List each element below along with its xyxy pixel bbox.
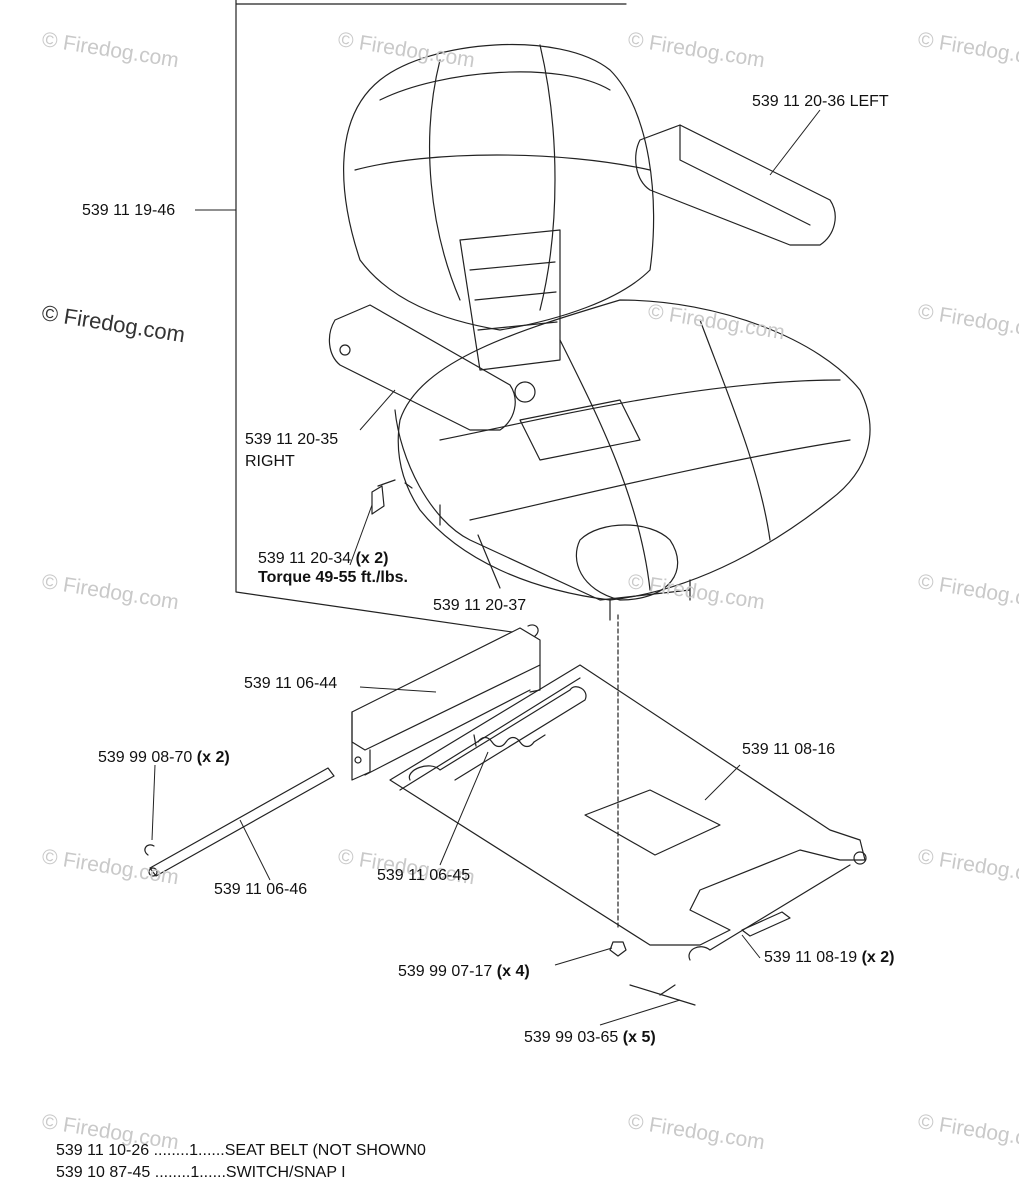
seat-plate-part: [389, 664, 866, 946]
callout-part-number: 539 11 20-35: [245, 431, 339, 448]
parts-list-part-number: 539 11 10-26: [56, 1142, 150, 1159]
callout-seat-assembly: 539 11 19-46: [82, 201, 175, 220]
parts-list-separator: ......: [198, 1142, 225, 1159]
callout-spring: 539 11 06-45: [377, 866, 470, 885]
parts-list-description: SEAT BELT (NOT SHOWN0: [224, 1142, 426, 1159]
parts-list-separator: ......: [199, 1164, 226, 1181]
parts-list-qty: 1: [190, 1164, 200, 1181]
callout-seat-plate: 539 11 08-16: [742, 740, 835, 759]
callout-part-number: 539 11 06-44: [244, 675, 338, 692]
parts-list: 539 11 10-26 ........1......SEAT BELT (N…: [56, 1140, 426, 1184]
callout-pivot-rod: 539 11 06-46: [214, 880, 307, 899]
callout-part-number: 539 99 08-70: [98, 749, 193, 766]
seat-back: [343, 44, 655, 331]
callout-armrest-left: 539 11 20-36 LEFT: [752, 92, 889, 111]
callout-e-clip: 539 99 08-70 (x 2): [98, 748, 230, 767]
callout-nut: 539 99 07-17 (x 4): [398, 962, 530, 981]
parts-list-dots: ........: [153, 1142, 190, 1159]
seat-cushion: [397, 299, 871, 601]
callout-part-number: 539 11 08-16: [742, 741, 836, 758]
callout-part-number: 539 11 19-46: [82, 202, 176, 219]
parts-list-dots: ........: [154, 1164, 191, 1181]
callout-pin: 539 11 08-19 (x 2): [764, 948, 894, 967]
parts-list-row: 539 10 87-45 ........1......SWITCH/SNAP …: [56, 1162, 426, 1184]
armrest-left: [635, 124, 836, 246]
callout-cotter-pin: 539 99 03-65 (x 5): [524, 1028, 656, 1047]
cotter-pin-part: [629, 984, 696, 1006]
callout-part-number: 539 11 20-34: [258, 550, 352, 567]
parts-list-row: 539 11 10-26 ........1......SEAT BELT (N…: [56, 1140, 426, 1162]
armrest-right: [328, 304, 516, 431]
callout-part-number: 539 99 03-65: [524, 1029, 619, 1046]
nut-part: [609, 941, 627, 957]
callout-note: RIGHT: [245, 453, 295, 470]
callout-seat-bottom: 539 11 20-37: [433, 596, 526, 615]
callout-bolt: 539 11 20-34 (x 2) Torque 49-55 ft./lbs.: [258, 549, 408, 587]
callout-note: Torque 49-55 ft./lbs.: [258, 569, 408, 586]
bolt-part: [371, 485, 385, 515]
callout-part-number: 539 11 06-46: [214, 881, 308, 898]
callout-hinge-bracket: 539 11 06-44: [244, 674, 337, 693]
pivot-rod-part: [149, 767, 335, 877]
pin-part: [741, 911, 791, 937]
assembly-bracket-line: [235, 0, 627, 633]
callout-part-number: 539 11 20-37: [433, 597, 527, 614]
parts-list-qty: 1: [189, 1142, 199, 1159]
e-clip-part: [144, 844, 155, 856]
callout-quantity: (x 2): [196, 749, 230, 766]
callout-part-number: 539 99 07-17: [398, 963, 493, 980]
callout-quantity: (x 4): [496, 963, 530, 980]
callout-quantity: (x 5): [622, 1029, 656, 1046]
callout-part-number: 539 11 06-45: [377, 867, 471, 884]
callout-part-number: 539 11 08-19: [764, 949, 858, 966]
hinge-bracket-part: [351, 627, 541, 751]
spring-part: [477, 736, 535, 748]
callout-part-number: 539 11 20-36 LEFT: [752, 93, 889, 110]
callout-quantity: (x 2): [861, 949, 895, 966]
parts-list-description: SWITCH/SNAP I: [225, 1164, 346, 1181]
callout-quantity: (x 2): [355, 550, 389, 567]
parts-list-part-number: 539 10 87-45: [56, 1164, 151, 1181]
callout-armrest-right: 539 11 20-35 RIGHT: [245, 430, 338, 471]
